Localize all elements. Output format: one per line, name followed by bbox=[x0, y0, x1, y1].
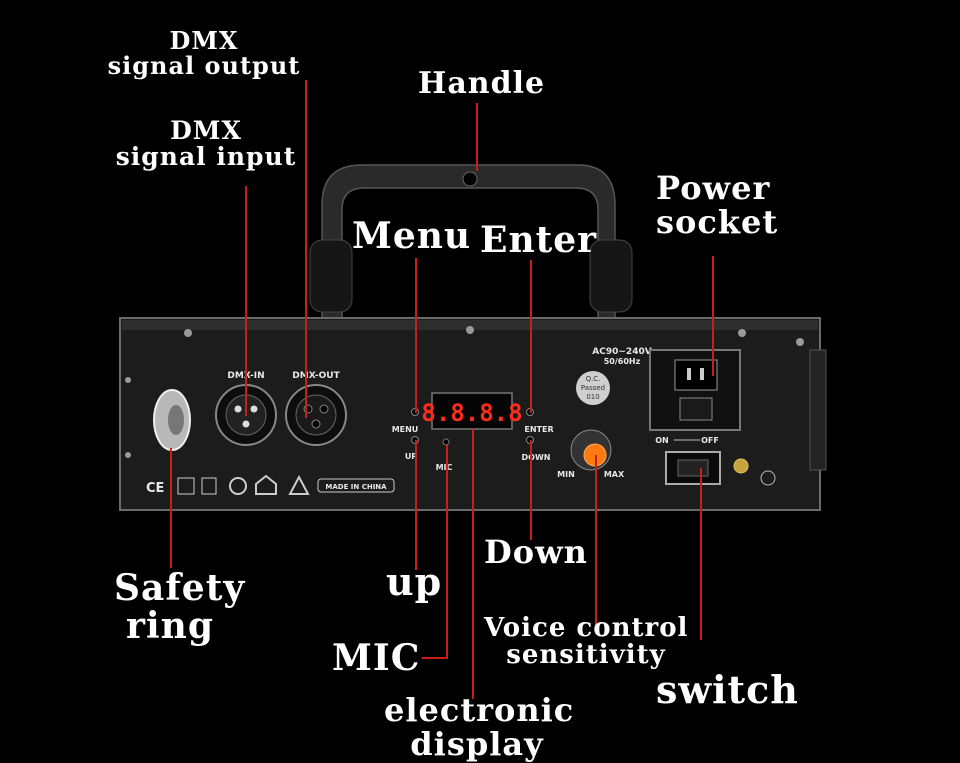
made-in-china-label: MADE IN CHINA bbox=[325, 483, 387, 491]
menu-panel-label: MENU bbox=[392, 425, 419, 434]
off-label: OFF bbox=[701, 436, 719, 445]
down-panel-label: DOWN bbox=[522, 453, 551, 462]
handle-knob-right bbox=[589, 239, 633, 313]
qc-line-3: 010 bbox=[586, 393, 599, 401]
handle-knob-left bbox=[309, 239, 353, 313]
screws bbox=[125, 326, 804, 458]
house-icon bbox=[255, 474, 277, 495]
leader-dmx-input bbox=[245, 186, 247, 416]
display-digits: 8.8.8.8 bbox=[421, 399, 522, 427]
callout-safety-ring-line2: ring bbox=[126, 604, 214, 647]
leader-handle bbox=[476, 103, 478, 171]
callout-electronic-display: electronic display bbox=[384, 691, 575, 763]
callout-safety-ring: Safety ring bbox=[114, 567, 246, 647]
leader-voice bbox=[595, 455, 597, 625]
electronic-display bbox=[431, 392, 513, 430]
qc-line-1: Q.C. bbox=[586, 375, 601, 383]
ground-screw bbox=[733, 458, 749, 474]
callout-power-socket-line1: Power bbox=[656, 169, 771, 207]
callout-electronic-display-line2: display bbox=[410, 724, 544, 763]
callout-mic: MIC bbox=[332, 637, 421, 679]
callout-dmx-output: DMX signal output bbox=[104, 26, 304, 81]
ground-icon bbox=[760, 470, 776, 486]
callout-switch: switch bbox=[656, 667, 799, 712]
up-panel-label: UP bbox=[405, 452, 417, 461]
made-in-china-badge bbox=[317, 478, 395, 493]
callout-dmx-input-line2: signal input bbox=[115, 142, 297, 172]
voltage-label: AC90~240V bbox=[592, 347, 651, 357]
mic-panel-label: MIC bbox=[436, 463, 453, 472]
callout-voice-control-line1: Voice control bbox=[484, 613, 689, 643]
callout-dmx-input-line1: DMX bbox=[170, 116, 242, 145]
callout-enter: Enter bbox=[480, 219, 598, 261]
warning-icon bbox=[288, 474, 310, 495]
leader-display bbox=[472, 429, 474, 699]
leader-mic-v bbox=[446, 445, 448, 659]
leader-power-socket bbox=[712, 256, 714, 376]
callout-dmx-input: DMX signal input bbox=[108, 116, 304, 172]
side-bracket-right bbox=[809, 349, 827, 471]
callout-voice-control-line2: sensitivity bbox=[506, 640, 666, 671]
callout-up: up bbox=[386, 559, 443, 604]
leader-mic-h bbox=[422, 657, 448, 659]
callout-dmx-output-line2: signal output bbox=[107, 51, 301, 81]
recycle-icon bbox=[229, 477, 247, 495]
callout-power-socket-line2: socket bbox=[656, 202, 779, 241]
ce-mark: CE bbox=[146, 481, 164, 496]
qc-line-2: Passed bbox=[581, 384, 605, 392]
leader-menu bbox=[415, 258, 417, 413]
callout-electronic-display-line1: electronic bbox=[384, 691, 575, 729]
callout-menu: Menu bbox=[352, 215, 472, 257]
leader-safety-ring bbox=[170, 448, 172, 568]
leader-enter bbox=[530, 260, 532, 413]
callout-handle: Handle bbox=[418, 66, 546, 101]
on-label: ON bbox=[655, 436, 669, 445]
handle-hole bbox=[462, 171, 478, 187]
leader-dmx-output bbox=[305, 80, 307, 418]
frequency-label: 50/60Hz bbox=[604, 357, 641, 366]
enter-panel-label: ENTER bbox=[524, 425, 553, 434]
min-label: MIN bbox=[557, 470, 575, 479]
callout-dmx-output-line1: DMX bbox=[169, 26, 239, 55]
leader-up bbox=[415, 440, 417, 570]
callout-voice-control: Voice control sensitivity bbox=[484, 613, 689, 671]
callout-power-socket: Power socket bbox=[656, 169, 779, 241]
leader-switch bbox=[700, 468, 702, 640]
callout-safety-ring-line1: Safety bbox=[114, 567, 246, 609]
cert-icon-1 bbox=[177, 477, 195, 495]
callout-down: Down bbox=[484, 533, 588, 571]
max-label: MAX bbox=[604, 470, 625, 479]
leader-down bbox=[530, 440, 532, 540]
qc-sticker bbox=[576, 371, 610, 405]
dmx-out-label: DMX-OUT bbox=[292, 371, 340, 381]
weee-icon bbox=[201, 477, 217, 495]
